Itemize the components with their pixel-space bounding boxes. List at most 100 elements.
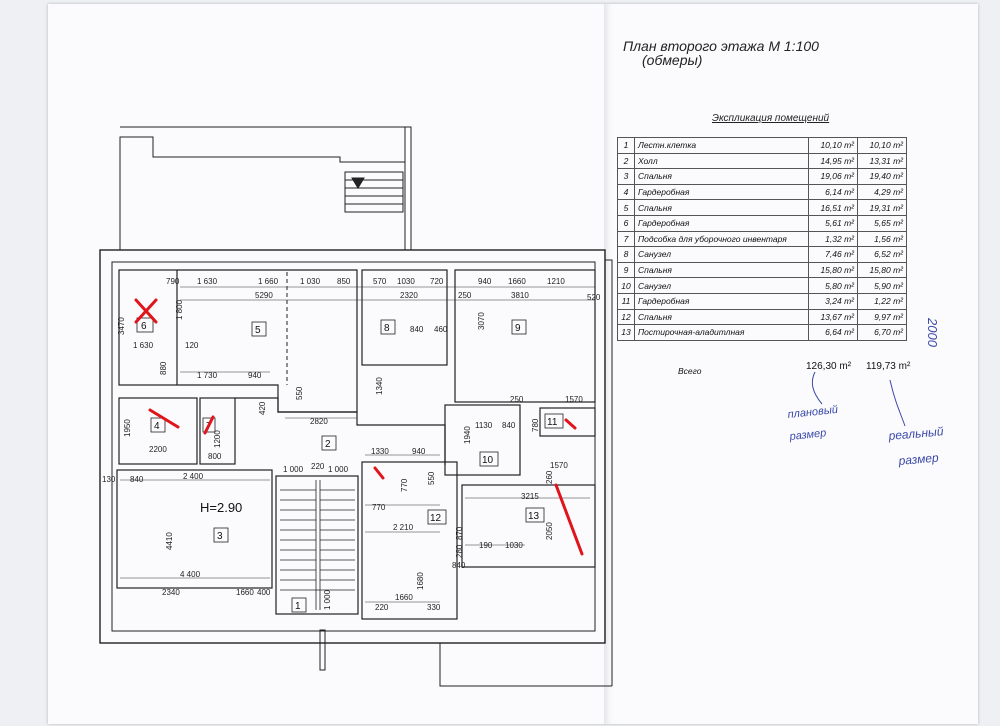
room-number: 13 [528,511,540,522]
dimension-label: 130 [102,475,116,484]
room-number: 2 [325,439,331,450]
dimension-label: 250 [458,291,472,300]
explication-cell-n: 1 [617,137,635,154]
explication-cell-name: Подсобка для уборочного инвентаря [634,230,809,248]
room-number: 8 [384,323,390,334]
explication-cell-n: 13 [617,324,635,341]
dimension-label: 940 [478,277,492,286]
dimension-label: 570 [373,277,387,286]
red-markup [134,298,584,556]
dimension-label: 840 [502,421,516,430]
explication-cell-planned: 6,14 m² [808,183,858,201]
handwritten-arrows [811,371,906,427]
explication-cell-n: 2 [617,152,635,170]
dimension-label: 5290 [255,291,273,300]
dimension-label: 4410 [165,532,174,550]
explication-cell-name: Гардеробная [634,183,809,201]
room-number: 3 [217,531,223,542]
explication-cell-actual: 15,80 m² [857,261,907,279]
dimension-label: 1 000 [283,465,304,474]
room-number: 9 [515,323,521,334]
explication-cell-planned: 19,06 m² [808,168,858,185]
dimension-label: 1 730 [197,371,218,380]
room-numbers: 6 5 8 9 4 7 2 10 11 3 12 13 1 [136,317,564,613]
explication-cell-name: Спальня [634,261,809,279]
explication-cell-actual: 9,97 m² [857,308,907,326]
plan-title: План второго этажа М 1:100 [623,38,819,54]
dimension-label: 1950 [123,419,132,437]
room-6-walls [118,269,178,386]
explication-cell-name: Спальня [634,168,809,185]
total-actual: 119,73 m² [866,361,911,372]
dimension-label: 850 [337,277,351,286]
dimension-label: 840 [452,561,466,570]
dimension-label: 460 [434,325,448,334]
dimension-label: 1 030 [300,277,321,286]
handwritten-text: 2000 [925,317,940,348]
dimension-label: 3215 [521,492,539,501]
dimension-label: 840 [130,475,144,484]
dimensions: 1 630 1 660 1 030 850 570 1030 720 940 1… [102,277,601,612]
dimension-label: 1030 [505,541,523,550]
dimension-label: 250 [510,395,524,404]
explication-cell-actual: 5,90 m² [857,277,907,294]
dimension-label: 770 [372,503,386,512]
explication-cell-n: 11 [617,292,635,310]
handwritten-text: реальный [887,424,944,443]
dimension-label: 2050 [545,522,554,540]
explication-cell-name: Спальня [634,199,809,216]
dimension-label: 1660 [508,277,526,286]
explication-cell-planned: 15,80 m² [808,261,858,279]
dimension-label: 280 [455,544,464,558]
explication-cell-name: Гардеробная [634,292,809,310]
explication-cell-planned: 3,24 m² [808,292,858,310]
handwritten-notes: плановый размер реальный размер 2000 [787,317,944,468]
explication-cell-n: 12 [617,308,635,326]
dimension-label: 260 [545,470,554,484]
dimension-label: 550 [295,386,304,400]
dimension-label: 120 [185,341,199,350]
dimension-label: 2200 [149,445,167,454]
explication-cell-planned: 5,61 m² [808,214,858,232]
explication-cell-planned: 14,95 m² [808,152,858,170]
dimension-label: 940 [412,447,426,456]
explication-cell-planned: 13,67 m² [808,308,858,326]
paper-fold [604,4,614,724]
dimension-label: 2340 [162,588,180,597]
room-number: 11 [547,417,558,428]
room-number: 5 [255,325,261,336]
dimension-label: 1130 [475,421,493,430]
total-planned: 126,30 m² [806,361,852,372]
dimension-label: 1940 [463,426,472,444]
room-number: 1 [295,601,301,612]
explication-cell-actual: 6,70 m² [857,324,907,341]
explication-cell-planned: 7,46 m² [808,246,858,263]
explication-cell-actual: 19,31 m² [857,199,907,216]
explication-cell-actual: 4,29 m² [857,183,907,201]
explication-cell-name: Постирочная-аладитлная [634,324,809,341]
dimension-label: 840 [410,325,424,334]
room-number: 6 [141,321,147,332]
dimension-label: 550 [427,471,436,485]
handwritten-text: размер [897,451,939,469]
dimension-label: 190 [479,541,493,550]
upper-stair [344,171,404,213]
explication-cell-name: Лестн.клетка [634,137,809,154]
explication-cell-n: 3 [617,168,635,185]
dimension-label: 1 000 [323,589,332,610]
dimension-label: 1 660 [258,277,279,286]
dimension-label: 220 [375,603,389,612]
outer-wall [99,249,606,644]
dimension-label: 880 [159,361,168,375]
explication-cell-name: Холл [634,152,809,170]
dimension-label: 1660 [395,593,413,602]
dimension-label: 1680 [416,572,425,590]
